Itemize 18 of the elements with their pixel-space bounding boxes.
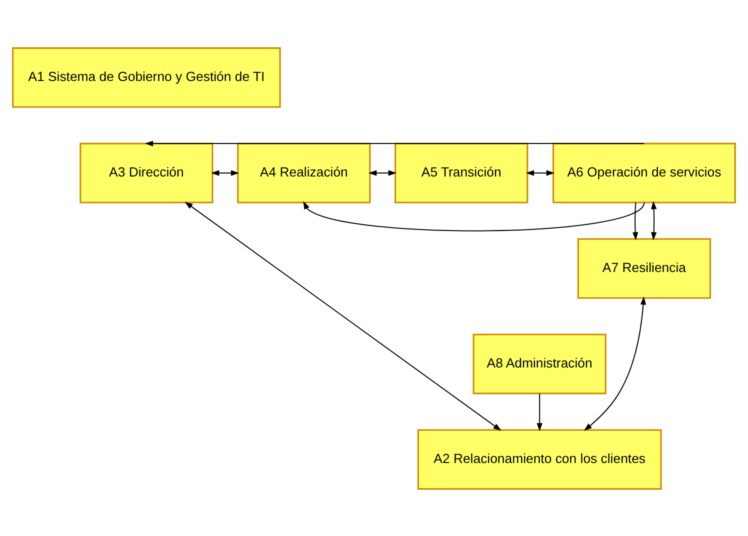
- node-box: A8 Administración: [472, 333, 606, 394]
- arrow: [303, 200, 645, 231]
- node-box: A3 Dirección: [80, 142, 214, 203]
- arrow: [368, 170, 397, 176]
- node-box: A5 Transición: [394, 142, 528, 203]
- arrow: [211, 170, 240, 176]
- node-box: A2 Relacionamiento con los clientes: [417, 428, 662, 490]
- arrow: [632, 202, 638, 240]
- arrow: [584, 296, 646, 430]
- arrow: [536, 393, 542, 431]
- arrow: [184, 201, 502, 430]
- arrow: [651, 200, 657, 240]
- arrow: [144, 140, 644, 146]
- node-box: A1 Sistema de Gobierno y Gestión de TI: [12, 46, 281, 108]
- node-box: A6 Operación de servicios: [552, 142, 736, 203]
- arrow: [526, 170, 555, 176]
- node-box: A7 Resiliencia: [577, 238, 711, 298]
- node-box: A4 Realización: [237, 142, 371, 203]
